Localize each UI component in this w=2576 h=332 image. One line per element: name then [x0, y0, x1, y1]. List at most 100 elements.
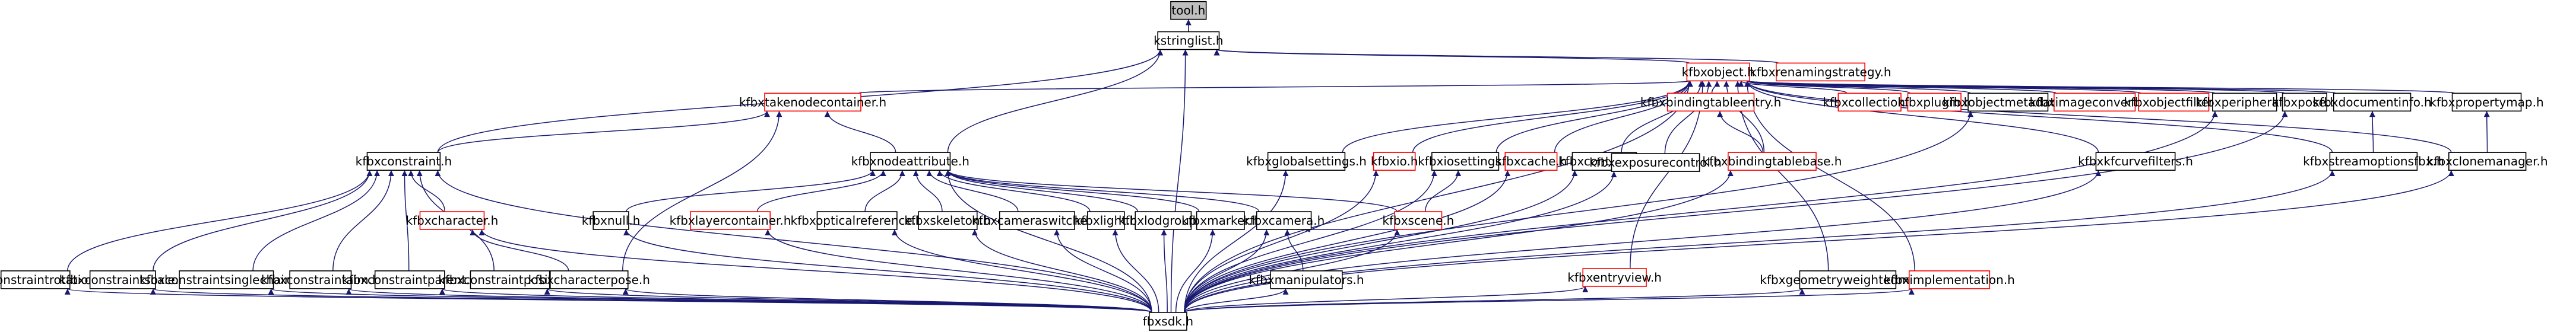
node-box — [1666, 92, 1755, 112]
node-label: kfbxconstraintsinglechainik.h — [140, 273, 313, 287]
edge-layercont-to-nodeattr — [756, 170, 886, 212]
node-label: kfbxnull.h — [582, 213, 641, 228]
edge-takenode-to-kfbxobject — [858, 80, 1691, 94]
node-box — [1686, 62, 1750, 82]
edge-fbxsdk-to-objmeta — [1184, 111, 1974, 313]
node-iosettings[interactable]: kfbxiosettings.h — [1418, 152, 1513, 171]
node-label: kfbxclonemanager.h — [2427, 154, 2548, 168]
node-box — [1504, 152, 1558, 171]
node-kfcurve[interactable]: kfbxkfcurvefilters.h — [2078, 152, 2193, 171]
node-box — [816, 211, 898, 230]
edge-charpose-to-takenode — [622, 111, 782, 271]
node-label: kfbxgeometryweightedmap.h — [1760, 273, 1935, 287]
node-kfbxobject[interactable]: kfbxobject.h — [1682, 62, 1755, 82]
node-cparent[interactable]: kfbxconstraintparent.h — [342, 270, 477, 289]
edge-fbxsdk-to-csingle — [268, 288, 1152, 313]
node-box — [1373, 152, 1416, 171]
node-label: kfbxpropertymap.h — [2429, 95, 2543, 109]
node-marker[interactable]: kfbxmarker.h — [1181, 211, 1260, 230]
node-box — [690, 211, 771, 230]
node-streamopt[interactable]: kfbxstreamoptionsfbx.h — [2303, 152, 2444, 171]
node-nodeattr[interactable]: kfbxnodeattribute.h — [851, 152, 969, 171]
node-box — [1148, 312, 1187, 331]
node-charpose[interactable]: kfbxcharacterpose.h — [528, 270, 650, 289]
edge-cache-to-kfbxobject — [1554, 81, 1693, 153]
node-clonemgr[interactable]: kfbxclonemanager.h — [2427, 152, 2548, 171]
node-box — [2333, 92, 2412, 112]
node-implement[interactable]: kfbximplementation.h — [1884, 270, 2015, 289]
node-xpose[interactable]: kfbxpose.h — [2272, 92, 2337, 112]
edge-camera-to-nodeattr — [945, 170, 1260, 212]
edge-fbxsdk-to-iosettings — [1184, 170, 1437, 313]
node-crot[interactable]: kfbxconstraintrotation.h — [0, 270, 107, 289]
node-csingle[interactable]: kfbxconstraintsinglechainik.h — [140, 270, 313, 289]
node-takenode[interactable]: kfbxtakenodecontainer.h — [739, 92, 886, 112]
node-caim[interactable]: kfbxconstraintaim.h — [261, 270, 380, 289]
node-label: kfbxmarker.h — [1181, 213, 1260, 228]
node-label: kfbxtakenodecontainer.h — [739, 95, 886, 109]
edge-fbxsdk-to-nodeattr — [945, 170, 1152, 313]
edge-caim-to-constraint — [332, 170, 394, 271]
edge-fbxsdk-to-kfcurve — [1184, 170, 2102, 313]
node-propmap[interactable]: kfbxpropertymap.h — [2429, 92, 2544, 112]
node-cache[interactable]: kfbxcache.h — [1495, 152, 1567, 171]
node-renaming[interactable]: kfbxrenamingstrategy.h — [1750, 62, 1891, 82]
node-box — [2282, 92, 2328, 112]
node-label: kfbximageconverter.h — [2030, 95, 2160, 109]
edge-io-to-kfbxobject — [1412, 81, 1693, 153]
node-label: kfbxlayercontainer.h — [670, 213, 791, 228]
node-camera[interactable]: kfbxcamera.h — [1243, 211, 1325, 230]
node-exposure[interactable]: kfbxexposurecontrol.h — [1589, 153, 1722, 172]
node-nulls[interactable]: kfbxnull.h — [582, 211, 641, 230]
node-bindentry[interactable]: kfbxbindingtableentry.h — [1640, 92, 1781, 112]
edge-kfbxobject-to-kstring — [1214, 49, 1690, 64]
node-objmeta[interactable]: kfbxobjectmetadata.h — [1943, 92, 2073, 112]
node-plugin[interactable]: kfbxplugin.h — [1897, 92, 1971, 112]
node-box — [1170, 1, 1207, 20]
node-objfilter[interactable]: kfbxobjectfilter.h — [2124, 92, 2223, 112]
node-box — [289, 270, 352, 289]
node-docinfo[interactable]: kfbxdocumentinfo.h — [2312, 92, 2432, 112]
node-bindbase[interactable]: kfbxbindingtablebase.h — [1702, 152, 1842, 171]
edge-fbxsdk-to-kstring — [1170, 49, 1189, 313]
node-cscale[interactable]: kfbxconstraintscale.h — [59, 270, 186, 289]
node-box — [1157, 31, 1220, 50]
node-fbxsdk[interactable]: fbxsdk.h — [1143, 312, 1193, 331]
edge-fbxsdk-to-constraint — [435, 170, 1152, 313]
node-manip[interactable]: kfbxmanipulators.h — [1249, 270, 1364, 289]
node-constraint[interactable]: kfbxconstraint.h — [356, 152, 452, 171]
node-label: kfbxlight.h — [1075, 213, 1138, 228]
edge-fbxsdk-to-cparent — [439, 288, 1152, 313]
node-kstring[interactable]: kstringlist.h — [1154, 31, 1224, 50]
edge-fbxsdk-to-nulls — [623, 229, 1152, 313]
node-imgconv[interactable]: kfbximageconverter.h — [2030, 92, 2160, 112]
node-peripheral[interactable]: kfbxperipheral.h — [2195, 92, 2293, 112]
node-box — [0, 270, 71, 289]
node-box — [1270, 270, 1343, 289]
edge-fbxsdk-to-manip — [1184, 288, 1289, 313]
edge-charpose-to-character — [470, 229, 569, 271]
node-box — [550, 270, 629, 289]
node-label: kfbxentryview.h — [1567, 270, 1662, 285]
node-character[interactable]: kfbxcharacter.h — [406, 211, 499, 230]
edge-fbxsdk-to-globalset — [1184, 170, 1289, 313]
node-lodgroup[interactable]: kfbxlodgroup.h — [1119, 211, 1208, 230]
node-camswitch[interactable]: kfbxcameraswitcher.h — [972, 211, 1102, 230]
node-opticalref[interactable]: kfbxopticalreference.h — [791, 211, 924, 230]
edge-marker-to-nodeattr — [945, 170, 1200, 212]
node-eventry[interactable]: kfbxentryview.h — [1567, 268, 1662, 287]
node-label: kfbxconstraintscale.h — [59, 273, 186, 287]
node-geomweight[interactable]: kfbxgeometryweightedmap.h — [1760, 270, 1935, 289]
node-light[interactable]: kfbxlight.h — [1075, 211, 1138, 230]
node-box — [1728, 152, 1817, 171]
node-skeleton[interactable]: kfbxskeleton.h — [904, 211, 991, 230]
node-layercont[interactable]: kfbxlayercontainer.h — [670, 211, 791, 230]
node-collection[interactable]: kfbxcollection.h — [1823, 92, 1916, 112]
node-scene[interactable]: kfbxscene.h — [1382, 211, 1454, 230]
node-io[interactable]: kfbxio.h — [1371, 152, 1418, 171]
node-label: kfbxkfcurvefilters.h — [2078, 154, 2193, 168]
node-globalset[interactable]: kfbxglobalsettings.h — [1246, 152, 1367, 171]
node-box — [1799, 270, 1897, 289]
node-label: kfbxcameraswitcher.h — [972, 213, 1102, 228]
